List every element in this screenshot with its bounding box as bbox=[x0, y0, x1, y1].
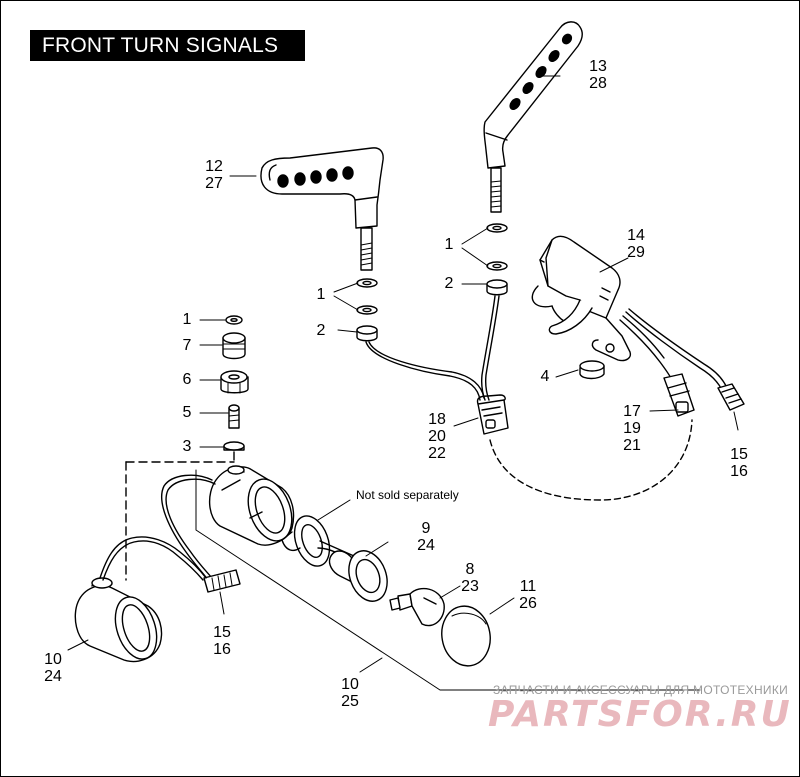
page-title: FRONT TURN SIGNALS bbox=[30, 30, 305, 61]
dashed-harness-loop bbox=[489, 419, 693, 501]
callout-number: 21 bbox=[623, 437, 641, 454]
callout-14-29: 14 29 bbox=[621, 227, 651, 261]
callout-number: 11 bbox=[519, 578, 537, 595]
callout-number: 23 bbox=[461, 578, 479, 595]
connector-18 bbox=[476, 394, 509, 435]
callout-15-16-left: 15 16 bbox=[207, 624, 237, 658]
callout-number: 27 bbox=[205, 175, 223, 192]
callout-number: 20 bbox=[428, 428, 446, 445]
lamp-socket-9 bbox=[328, 550, 388, 602]
dashed-guides bbox=[125, 451, 235, 581]
callout-number: 16 bbox=[730, 463, 748, 480]
callout-1-left: 1 bbox=[306, 286, 336, 303]
callout-number: 14 bbox=[627, 227, 645, 244]
hardware-stack bbox=[220, 315, 249, 451]
callout-number: 10 bbox=[341, 676, 359, 693]
lamp-socket-parts bbox=[281, 515, 355, 567]
callout-number: 1 bbox=[316, 286, 326, 303]
switch-housing bbox=[531, 235, 632, 362]
callout-number: 15 bbox=[730, 446, 748, 463]
callout-number: 2 bbox=[444, 275, 454, 292]
callout-number: 2 bbox=[316, 322, 326, 339]
switch-wiring bbox=[619, 308, 727, 391]
callout-number: 24 bbox=[44, 668, 62, 685]
callout-number: 4 bbox=[540, 368, 550, 385]
callout-number: 17 bbox=[623, 403, 641, 420]
callout-6: 6 bbox=[172, 371, 202, 388]
callout-1-stack: 1 bbox=[172, 311, 202, 328]
turn-signal-housing-upper bbox=[209, 465, 295, 546]
callout-4: 4 bbox=[530, 368, 560, 385]
callout-2-left: 2 bbox=[306, 322, 336, 339]
callout-number: 1 bbox=[182, 311, 192, 328]
left-washers bbox=[356, 278, 378, 342]
connector-17 bbox=[663, 373, 695, 417]
callout-number: 22 bbox=[428, 445, 446, 462]
callout-number: 12 bbox=[205, 158, 223, 175]
callout-2-right: 2 bbox=[434, 275, 464, 292]
lens-11 bbox=[441, 605, 491, 667]
callout-number: 3 bbox=[182, 438, 192, 455]
bulb-8 bbox=[389, 587, 445, 627]
callout-number: 6 bbox=[182, 371, 192, 388]
callout-number: 29 bbox=[627, 244, 645, 261]
callout-10-25: 10 25 bbox=[335, 676, 365, 710]
leader-lines bbox=[67, 75, 739, 691]
callout-number: 15 bbox=[213, 624, 231, 641]
callout-15-16-right: 15 16 bbox=[724, 446, 754, 480]
callout-number: 1 bbox=[444, 236, 454, 253]
callout-number: 25 bbox=[341, 693, 359, 710]
callout-17-19-21: 17 19 21 bbox=[617, 403, 647, 454]
callout-number: 13 bbox=[589, 58, 607, 75]
callout-number: 10 bbox=[44, 651, 62, 668]
callout-11-26: 11 26 bbox=[513, 578, 543, 612]
callout-5: 5 bbox=[172, 404, 202, 421]
callout-number: 26 bbox=[519, 595, 537, 612]
callout-8-23: 8 23 bbox=[455, 561, 485, 595]
callout-3: 3 bbox=[172, 438, 202, 455]
watermark-logo: PARTSFOR.RU bbox=[488, 694, 792, 735]
callout-9-24: 9 24 bbox=[411, 520, 441, 554]
callout-number: 18 bbox=[428, 411, 446, 428]
callout-1-right: 1 bbox=[434, 236, 464, 253]
bracket-wiring bbox=[365, 295, 500, 401]
callout-number: 19 bbox=[623, 420, 641, 437]
right-washers bbox=[486, 223, 508, 296]
callout-number: 9 bbox=[421, 520, 431, 537]
callout-number: 16 bbox=[213, 641, 231, 658]
callout-7: 7 bbox=[172, 337, 202, 354]
callout-13-28: 13 28 bbox=[583, 58, 613, 92]
callout-number: 8 bbox=[465, 561, 475, 578]
grommet-4 bbox=[579, 360, 605, 380]
right-mount-bracket bbox=[483, 21, 583, 213]
callout-number: 24 bbox=[417, 537, 435, 554]
callout-number: 28 bbox=[589, 75, 607, 92]
turn-signal-housing-lower bbox=[74, 577, 163, 663]
left-mount-bracket bbox=[260, 147, 384, 271]
callout-number: 5 bbox=[182, 404, 192, 421]
callout-10-24: 10 24 bbox=[38, 651, 68, 685]
watermark-subtitle: ЗАПЧАСТИ И АКСЕССУАРЫ ДЛЯ МОТОТЕХНИКИ bbox=[493, 683, 789, 697]
callout-12-27: 12 27 bbox=[199, 158, 229, 192]
lower-housing-wire bbox=[99, 536, 207, 581]
callout-number: 7 bbox=[182, 337, 192, 354]
not-sold-separately-note: Not sold separately bbox=[356, 488, 459, 502]
callout-18-20-22: 18 20 22 bbox=[422, 411, 452, 462]
connector-15-right bbox=[717, 383, 745, 411]
connector-15-left bbox=[203, 569, 241, 593]
